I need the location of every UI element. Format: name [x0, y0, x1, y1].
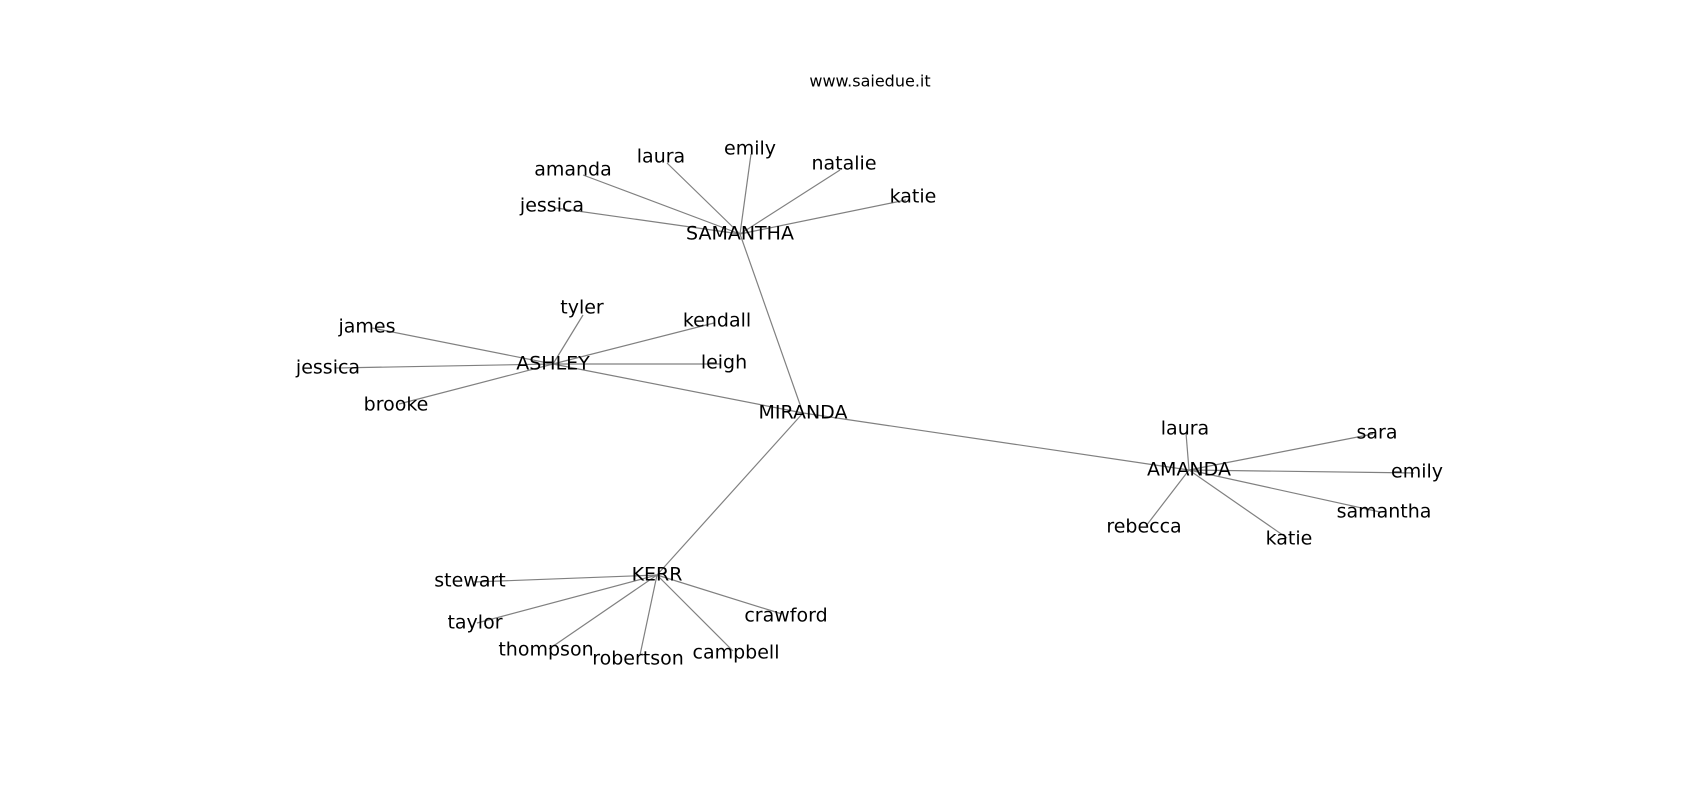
node-label-m-rebecca: rebecca [1106, 516, 1181, 538]
edge-amanda-m-samantha [1188, 469, 1381, 513]
edge-kerr-k-taylor [476, 574, 658, 624]
edge-kerr-k-thompson [548, 574, 658, 650]
edge-ashley-a-brooke [398, 363, 554, 405]
edge-samantha-s-amanda [582, 174, 741, 235]
edge-miranda-amanda [802, 412, 1190, 471]
edge-amanda-m-emily [1188, 469, 1415, 474]
node-label-s-emily: emily [724, 138, 776, 160]
edge-kerr-k-robertson [639, 574, 658, 656]
node-label-m-sara: sara [1357, 422, 1398, 444]
node-label-m-laura: laura [1161, 418, 1209, 440]
node-label-k-thompson: thompson [498, 639, 593, 661]
node-label-m-emily: emily [1391, 461, 1443, 483]
node-label-a-james: james [337, 316, 395, 338]
edge-kerr-k-stewart [473, 574, 658, 583]
node-label-miranda: MIRANDA [759, 402, 848, 424]
edge-samantha-s-jessica [555, 207, 741, 235]
edges-layer [335, 153, 1415, 656]
node-label-amanda: AMANDA [1147, 459, 1231, 481]
node-label-s-laura: laura [637, 146, 685, 168]
watermark: www.saiedue.it [809, 72, 930, 91]
edge-ashley-a-jessica [335, 363, 554, 369]
node-label-m-katie: katie [1266, 528, 1313, 550]
node-label-a-tyler: tyler [560, 297, 604, 319]
node-label-a-leigh: leigh [701, 352, 747, 374]
node-label-k-stewart: stewart [434, 570, 505, 592]
edge-samantha-s-natalie [739, 169, 841, 235]
node-label-ashley: ASHLEY [516, 353, 590, 375]
edge-amanda-m-sara [1188, 433, 1374, 471]
node-label-a-brooke: brooke [364, 394, 429, 416]
node-label-samantha: SAMANTHA [686, 223, 794, 245]
edge-amanda-m-laura [1185, 432, 1190, 471]
edge-samantha-s-laura [666, 162, 741, 235]
node-label-a-jessica: jessica [295, 357, 360, 379]
node-label-s-amanda: amanda [534, 159, 612, 181]
node-label-kerr: KERR [632, 564, 683, 586]
node-label-s-katie: katie [890, 186, 937, 208]
edge-samantha-s-katie [739, 199, 907, 235]
edge-samantha-s-emily [739, 153, 752, 235]
node-label-k-crawford: crawford [744, 605, 827, 627]
node-label-m-samantha: samantha [1337, 501, 1432, 523]
edge-kerr-k-campbell [656, 574, 734, 652]
node-label-k-robertson: robertson [592, 648, 684, 670]
node-label-a-kendall: kendall [683, 310, 751, 332]
edge-miranda-kerr [656, 412, 804, 576]
edge-kerr-k-crawford [656, 574, 783, 615]
edge-ashley-a-tyler [552, 314, 584, 365]
node-label-s-jessica: jessica [519, 195, 584, 217]
node-label-s-natalie: natalie [811, 153, 876, 175]
node-label-k-taylor: taylor [447, 612, 502, 634]
edge-amanda-m-katie [1188, 469, 1288, 539]
edge-ashley-a-kendall [552, 322, 715, 365]
nodes-layer: MIRANDA SAMANTHA ASHLEY AMANDA KERR amanda lau… [295, 138, 1443, 670]
edge-miranda-ashley [552, 363, 804, 414]
node-label-k-campbell: campbell [693, 642, 780, 664]
edge-miranda-samantha [739, 233, 804, 414]
edge-ashley-a-james [371, 327, 554, 365]
edge-amanda-m-rebecca [1145, 469, 1190, 527]
